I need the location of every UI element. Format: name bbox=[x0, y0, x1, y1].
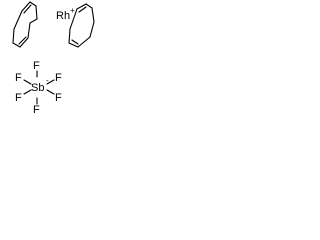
rhodium-cation: Rh + bbox=[56, 6, 75, 22]
sb-f-bond-left-lower bbox=[23, 89, 32, 95]
sb-f-bond-right-lower bbox=[46, 89, 55, 95]
antimony-charge: - bbox=[46, 76, 49, 85]
fluorine-top: F bbox=[33, 60, 40, 72]
fluorine-right-upper: F bbox=[55, 72, 62, 84]
hexafluoroantimonate-anion: Sb - F F F F F F bbox=[15, 60, 62, 115]
rhodium-label: Rh bbox=[56, 10, 70, 22]
fluorine-bottom: F bbox=[33, 104, 40, 115]
antimony-label: Sb bbox=[31, 82, 44, 94]
fluorine-left-lower: F bbox=[15, 92, 22, 104]
cod-ring-right bbox=[68, 3, 95, 48]
fluorine-left-upper: F bbox=[15, 72, 22, 84]
cod-right-double-bond-bottom bbox=[71, 39, 79, 45]
cod-right-double-bond-top bbox=[78, 6, 87, 13]
cod-ring-left bbox=[12, 1, 38, 48]
sb-f-bond-right-upper bbox=[46, 79, 55, 85]
cod-left-double-bond-bottom bbox=[18, 36, 27, 45]
cod-left-double-bond-top bbox=[23, 4, 32, 14]
sb-f-bond-left-upper bbox=[23, 79, 32, 85]
chemical-structure-diagram: Rh + Sb - F F F F F F bbox=[12, 1, 95, 115]
fluorine-right-lower: F bbox=[55, 92, 62, 104]
rhodium-charge: + bbox=[70, 6, 75, 15]
